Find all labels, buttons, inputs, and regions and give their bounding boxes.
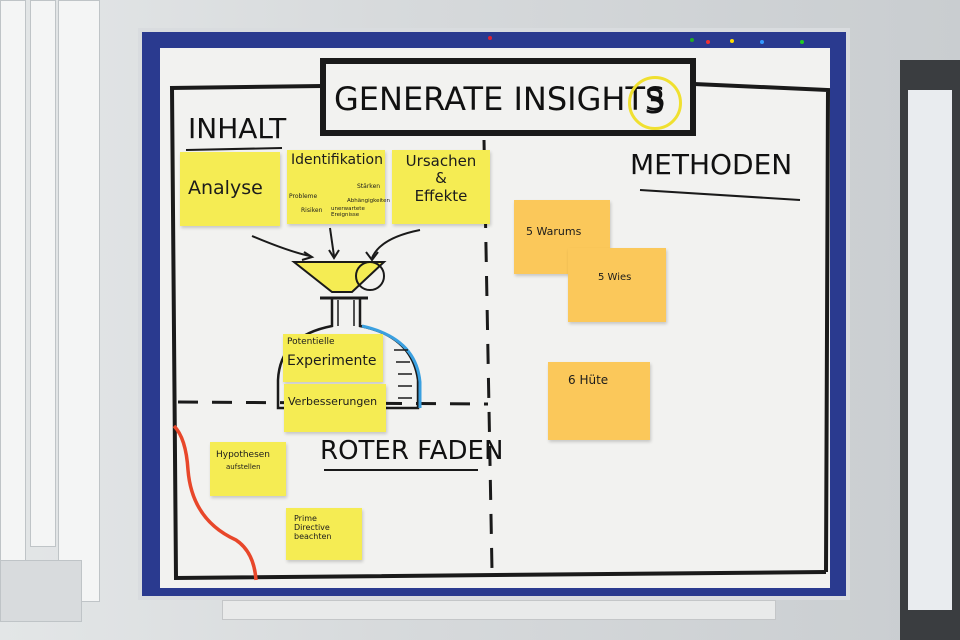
poster-paper (160, 48, 830, 588)
heading-methoden: METHODEN (630, 148, 793, 181)
sticky-note-experimente: Potentielle Experimente (283, 334, 383, 382)
title-number: 3 (644, 82, 666, 122)
door-frame (900, 60, 960, 640)
sticky-note-hypothesen: Hypothesen aufstellen (210, 442, 286, 496)
pin-icon (706, 40, 710, 44)
sticky-note-verbesserungen: Verbesserungen (284, 384, 386, 432)
unerwartete-ereignisse-label: unerwartete Ereignisse (331, 206, 365, 219)
pin-icon (760, 40, 764, 44)
sticky-note-ursachen: Ursachen & Effekte (392, 150, 490, 224)
sticky-note-identifikation: Identifikation Stärken Probleme Abhängig… (287, 150, 390, 224)
sticky-note-6-huete: 6 Hüte (548, 362, 650, 440)
sticky-note-analyse: Analyse (180, 152, 280, 226)
sticky-note-5-wies: 5 Wies (568, 248, 666, 322)
pin-icon (488, 36, 492, 40)
pin-icon (800, 40, 804, 44)
board-title: GENERATE INSIGHTS (334, 80, 666, 118)
marker-tray (222, 600, 776, 620)
sticky-note-prime-directive: Prime Directive beachten (286, 508, 362, 560)
left-whiteboard-stack (0, 0, 110, 640)
heading-roter-faden: ROTER FADEN (320, 436, 504, 466)
heading-inhalt: INHALT (188, 112, 287, 145)
pin-icon (690, 38, 694, 42)
title-number-circle (628, 76, 682, 130)
pin-icon (730, 39, 734, 43)
